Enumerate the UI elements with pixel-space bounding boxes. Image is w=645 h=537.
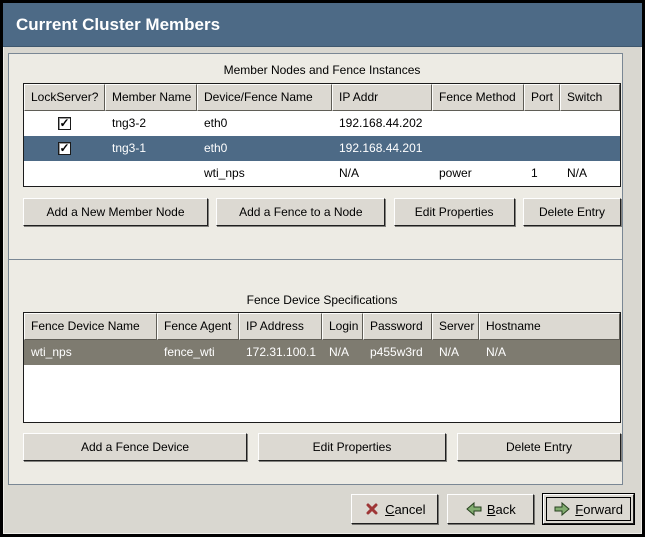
add-fence-device-button[interactable]: Add a Fence Device	[23, 433, 247, 461]
fence-table-empty-area	[24, 365, 620, 422]
page-title: Current Cluster Members	[16, 15, 221, 34]
fence-method-cell	[432, 111, 524, 136]
table-row[interactable]: wti_nps N/A power 1 N/A	[24, 161, 620, 186]
column-header-fence-agent[interactable]: Fence Agent	[157, 313, 239, 340]
column-header-device-fence-name[interactable]: Device/Fence Name	[197, 84, 332, 111]
content-frames: Member Nodes and Fence Instances LockSer…	[8, 53, 623, 485]
switch-cell: N/A	[567, 166, 588, 180]
back-arrow-icon	[466, 501, 482, 517]
edit-properties-button[interactable]: Edit Properties	[393, 198, 515, 226]
ip-addr-cell: 192.168.44.201	[339, 141, 423, 155]
password-cell: p455w3rd	[370, 345, 423, 359]
member-name-cell: tng3-1	[112, 141, 147, 155]
column-header-ip-address[interactable]: IP Address	[239, 313, 322, 340]
column-header-member-name[interactable]: Member Name	[105, 84, 197, 111]
fence-device-name-cell: wti_nps	[31, 345, 72, 359]
column-header-switch[interactable]: Switch	[560, 84, 620, 111]
fence-section-frame: Fence Device Specifications Fence Device…	[8, 260, 623, 485]
switch-cell	[560, 136, 620, 161]
members-caption: Member Nodes and Fence Instances	[223, 63, 421, 77]
lockserver-cell: ✓	[24, 111, 105, 136]
hostname-cell: N/A	[486, 345, 507, 359]
port-cell	[524, 111, 560, 136]
server-cell: N/A	[439, 345, 460, 359]
fence-method-cell: power	[439, 166, 472, 180]
forward-arrow-icon	[554, 501, 571, 517]
port-cell	[524, 136, 560, 161]
bottom-action-bar: Cancel Back Forward	[3, 485, 642, 524]
switch-cell	[560, 111, 620, 136]
column-header-password[interactable]: Password	[363, 313, 432, 340]
device-fence-name-cell: wti_nps	[204, 166, 245, 180]
cancel-button[interactable]: Cancel	[351, 494, 439, 524]
delete-fence-entry-button[interactable]: Delete Entry	[457, 433, 621, 461]
forward-button[interactable]: Forward	[543, 494, 634, 524]
cancel-label: Cancel	[385, 501, 426, 517]
login-cell: N/A	[329, 345, 350, 359]
table-row[interactable]: ✓ tng3-1 eth0 192.168.44.201	[24, 136, 620, 161]
members-button-row: Add a New Member Node Add a Fence to a N…	[23, 198, 621, 226]
fence-table: Fence Device Name Fence Agent IP Address…	[23, 312, 621, 423]
add-member-node-button[interactable]: Add a New Member Node	[23, 198, 208, 226]
column-header-login[interactable]: Login	[322, 313, 363, 340]
checkmark-icon: ✓	[59, 141, 70, 155]
ip-address-cell: 172.31.100.1	[246, 345, 317, 359]
table-row[interactable]: wti_nps fence_wti 172.31.100.1 N/A p455w…	[24, 340, 620, 365]
add-fence-to-node-button[interactable]: Add a Fence to a Node	[216, 198, 386, 226]
lockserver-checkbox[interactable]: ✓	[58, 142, 71, 155]
device-fence-name-cell: eth0	[204, 141, 228, 155]
edit-fence-properties-button[interactable]: Edit Properties	[258, 433, 446, 461]
port-cell: 1	[531, 166, 538, 180]
lockserver-cell	[24, 161, 105, 186]
members-table-header: LockServer? Member Name Device/Fence Nam…	[24, 84, 620, 111]
column-header-ip-addr[interactable]: IP Addr	[332, 84, 432, 111]
column-header-lockserver[interactable]: LockServer?	[24, 84, 105, 111]
lockserver-checkbox[interactable]: ✓	[58, 117, 71, 130]
checkmark-icon: ✓	[59, 116, 70, 130]
column-header-server[interactable]: Server	[432, 313, 479, 340]
fence-caption: Fence Device Specifications	[246, 293, 398, 307]
members-table: LockServer? Member Name Device/Fence Nam…	[23, 83, 621, 187]
member-name-cell	[105, 161, 197, 186]
column-header-hostname[interactable]: Hostname	[479, 313, 620, 340]
column-header-fence-method[interactable]: Fence Method	[432, 84, 524, 111]
device-fence-name-cell: eth0	[204, 116, 228, 130]
title-bar: Current Cluster Members	[3, 3, 642, 47]
fence-method-cell	[432, 136, 524, 161]
column-header-port[interactable]: Port	[524, 84, 560, 111]
table-row[interactable]: ✓ tng3-2 eth0 192.168.44.202	[24, 111, 620, 136]
cancel-x-icon	[364, 501, 380, 517]
fence-button-row: Add a Fence Device Edit Properties Delet…	[23, 433, 621, 461]
delete-entry-button[interactable]: Delete Entry	[522, 198, 621, 226]
fence-table-header: Fence Device Name Fence Agent IP Address…	[24, 313, 620, 340]
lockserver-cell: ✓	[24, 136, 105, 161]
fence-agent-cell: fence_wti	[164, 345, 215, 359]
ip-addr-cell: N/A	[339, 166, 360, 180]
forward-label: Forward	[575, 501, 623, 517]
back-button[interactable]: Back	[447, 494, 535, 524]
column-header-fence-device-name[interactable]: Fence Device Name	[24, 313, 157, 340]
back-label: Back	[486, 501, 516, 517]
ip-addr-cell: 192.168.44.202	[339, 116, 423, 130]
members-section-frame: Member Nodes and Fence Instances LockSer…	[8, 53, 623, 260]
member-name-cell: tng3-2	[112, 116, 147, 130]
